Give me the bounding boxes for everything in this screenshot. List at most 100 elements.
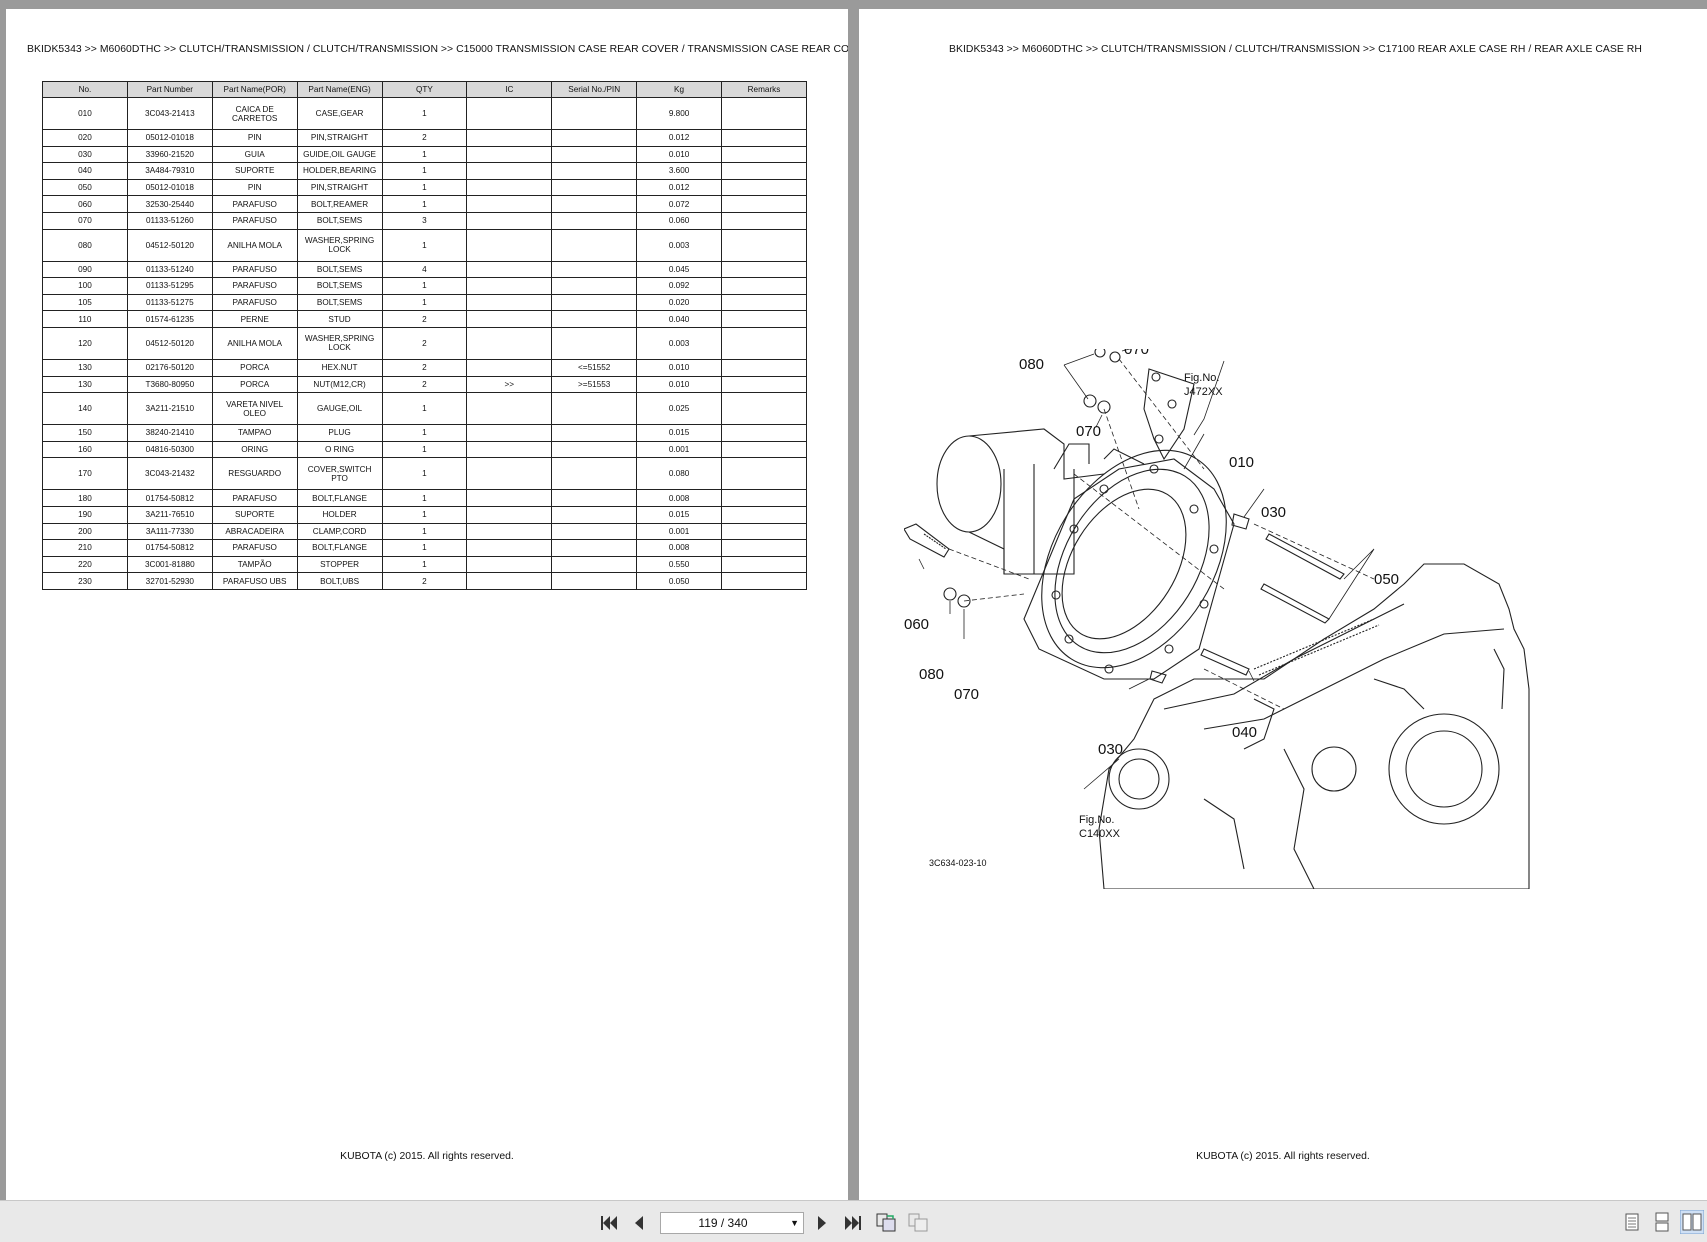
cell-ic — [466, 572, 553, 590]
cell-part-name-por: VARETA NIVEL OLEO — [211, 392, 298, 426]
cell-kg: 0.012 — [636, 178, 722, 197]
col-ic: IC — [466, 81, 553, 98]
cell-qty: 3 — [381, 211, 468, 230]
cell-no: 160 — [42, 440, 128, 459]
cell-part-name-por: TAMPAO — [211, 424, 298, 442]
cell-part-number: 01133-51295 — [126, 277, 213, 295]
cell-no: 080 — [42, 228, 128, 262]
exploded-parts-diagram: 070 080 070 010 030 050 060 080 070 040 … — [904, 349, 1530, 889]
cell-remarks — [721, 211, 807, 230]
first-page-icon[interactable] — [600, 1214, 618, 1232]
cell-no: 190 — [42, 505, 128, 524]
cell-part-name-eng: CLAMP,CORD — [296, 522, 383, 541]
cell-part-number: 3A211-21510 — [126, 392, 213, 426]
stud-050-b — [1260, 583, 1330, 624]
cell-kg: 0.008 — [636, 489, 722, 507]
cell-remarks — [721, 162, 807, 180]
cell-part-name-eng: COVER,SWITCH PTO — [296, 457, 383, 491]
previous-page-icon[interactable] — [632, 1214, 646, 1232]
cell-part-name-por: ANILHA MOLA — [211, 326, 298, 360]
cell-part-number: 01133-51260 — [126, 211, 213, 230]
cell-kg: 0.008 — [636, 539, 722, 557]
cell-no: 140 — [42, 392, 128, 426]
stud-040 — [1200, 648, 1250, 676]
cell-ic — [466, 310, 553, 328]
housing-serration — [1253, 618, 1375, 670]
cell-no: 110 — [42, 310, 128, 328]
cell-kg: 0.550 — [636, 555, 722, 574]
cell-part-number: 33960-21520 — [126, 145, 213, 164]
cell-qty: 1 — [381, 489, 468, 507]
fig-top-label: Fig.No. — [1184, 372, 1219, 384]
cell-qty: 1 — [381, 162, 468, 180]
cell-part-name-por: TAMPÃO — [211, 555, 298, 574]
two-page-view-icon[interactable] — [1680, 1210, 1704, 1234]
cell-no: 130 — [42, 375, 128, 394]
cell-serial — [551, 293, 638, 312]
cell-part-name-por: PIN — [211, 178, 298, 197]
cell-serial — [551, 424, 638, 442]
go-forward-view-icon[interactable] — [907, 1211, 929, 1233]
cell-part-name-eng: PLUG — [296, 424, 383, 442]
cell-part-name-por: ANILHA MOLA — [211, 228, 298, 262]
cell-qty: 1 — [381, 505, 468, 524]
cell-kg: 0.040 — [636, 310, 722, 328]
cell-part-name-por: PARAFUSO — [211, 260, 298, 279]
cell-part-name-por: SUPORTE — [211, 162, 298, 180]
cell-part-name-por: PARAFUSO — [211, 539, 298, 557]
next-page-icon[interactable] — [815, 1214, 829, 1232]
cell-part-number: 32701-52930 — [126, 572, 213, 590]
cell-kg: 0.010 — [636, 375, 722, 394]
continuous-view-icon[interactable] — [1654, 1212, 1670, 1232]
cell-ic — [466, 260, 553, 279]
cell-remarks — [721, 522, 807, 541]
cell-qty: 2 — [381, 326, 468, 360]
callout-030-top: 030 — [1261, 504, 1286, 521]
col-serial: Serial No./PIN — [551, 81, 638, 98]
go-back-view-icon[interactable] — [875, 1211, 897, 1233]
cell-serial — [551, 211, 638, 230]
cell-remarks — [721, 326, 807, 360]
cell-serial — [551, 162, 638, 180]
cell-qty: 1 — [381, 522, 468, 541]
cell-no: 200 — [42, 522, 128, 541]
page-number-select[interactable]: 119 / 340 ▼ — [660, 1212, 804, 1234]
chevron-down-icon: ▼ — [790, 1218, 799, 1228]
cell-remarks — [721, 195, 807, 213]
callout-010: 010 — [1229, 454, 1254, 471]
cell-serial — [551, 572, 638, 590]
cell-serial — [551, 178, 638, 197]
cell-serial — [551, 539, 638, 557]
last-page-icon[interactable] — [844, 1214, 862, 1232]
cell-ic — [466, 228, 553, 262]
cell-kg: 0.001 — [636, 440, 722, 459]
cell-part-number: 05012-01018 — [126, 178, 213, 197]
cell-remarks — [721, 358, 807, 377]
cell-part-name-eng: GAUGE,OIL — [296, 392, 383, 426]
cell-remarks — [721, 457, 807, 491]
cell-ic — [466, 555, 553, 574]
cell-qty: 1 — [381, 424, 468, 442]
cell-part-number: 3C001-81880 — [126, 555, 213, 574]
cell-part-name-eng: BOLT,FLANGE — [296, 489, 383, 507]
cell-qty: 2 — [381, 129, 468, 147]
cell-qty: 4 — [381, 260, 468, 279]
cell-serial — [551, 145, 638, 164]
cell-qty: 2 — [381, 310, 468, 328]
cell-remarks — [721, 178, 807, 197]
fig-top-number: J472XX — [1184, 386, 1223, 398]
cell-kg: 0.003 — [636, 228, 722, 262]
cell-part-name-por: PIN — [211, 129, 298, 147]
callout-040: 040 — [1232, 724, 1257, 741]
cell-qty: 2 — [381, 572, 468, 590]
stud-050-a — [1265, 533, 1345, 580]
parts-table: No. Part Number Part Name(POR) Part Name… — [42, 81, 807, 590]
single-page-view-icon[interactable] — [1624, 1212, 1640, 1232]
